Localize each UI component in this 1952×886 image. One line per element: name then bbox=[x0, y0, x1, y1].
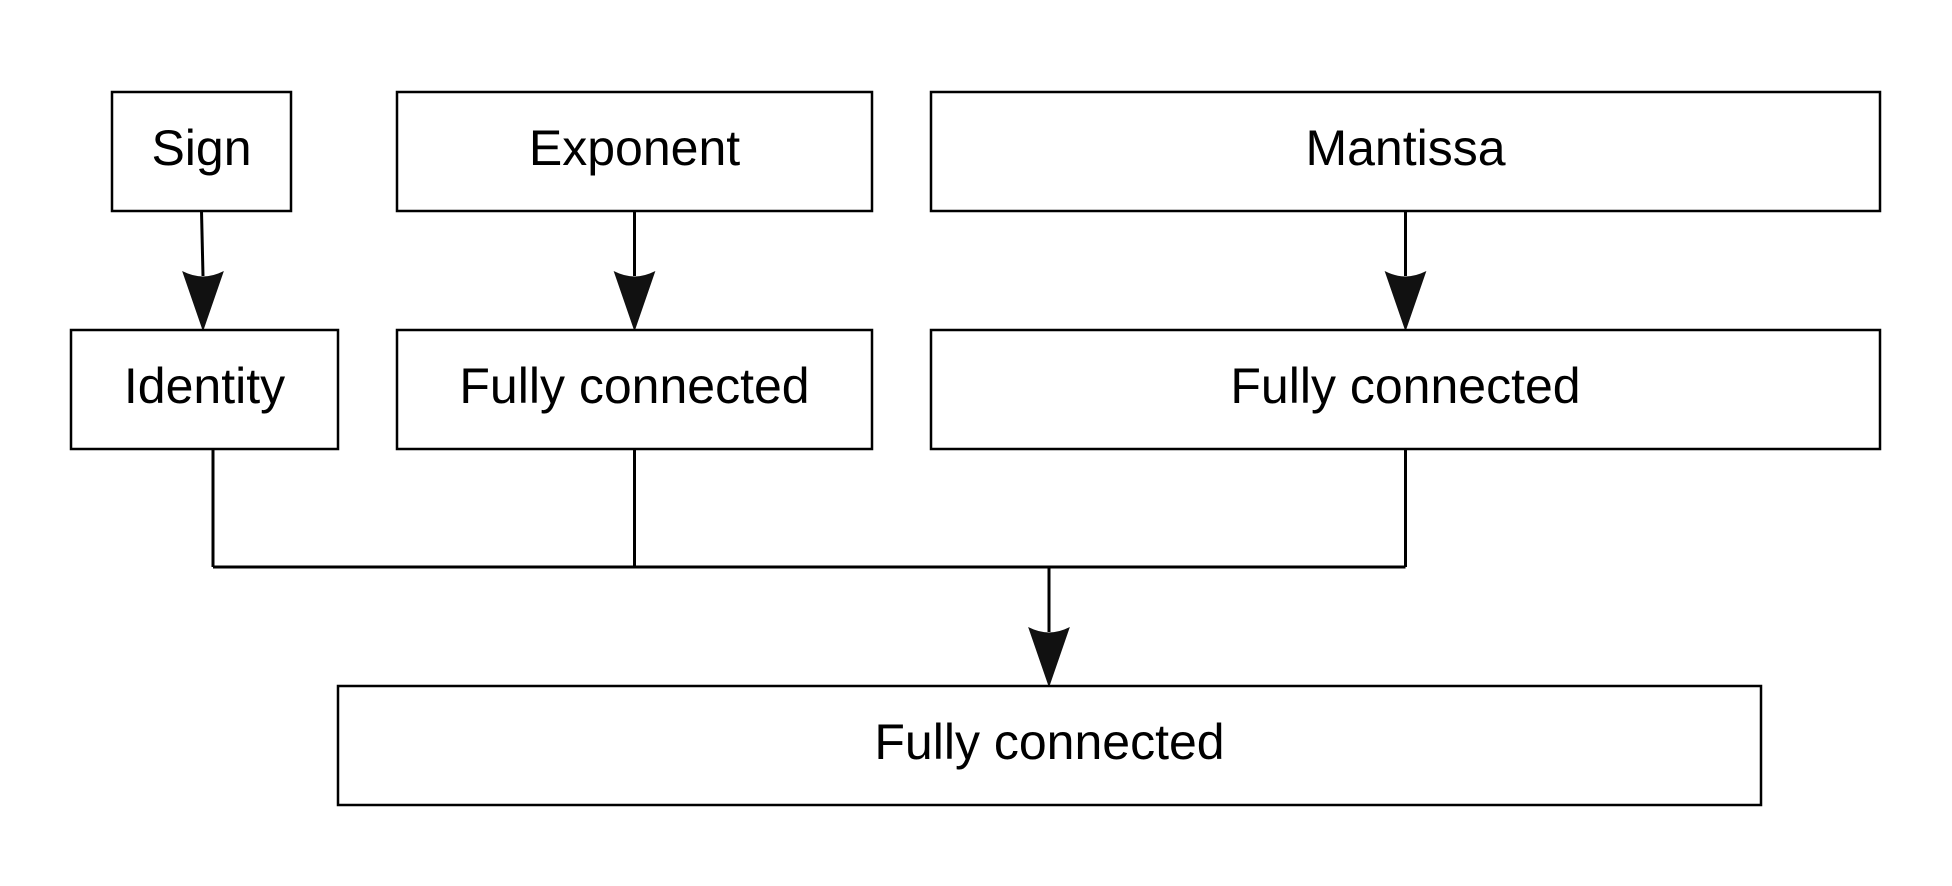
exponent-node: Exponent bbox=[395, 90, 874, 213]
fc-exponent-node: Fully connected bbox=[395, 328, 874, 451]
fc-mantissa-node: Fully connected bbox=[929, 328, 1882, 451]
arrow-exponent-to-fc bbox=[613, 211, 656, 332]
fc-output-node: Fully connected bbox=[336, 684, 1763, 807]
fc-mantissa-label: Fully connected bbox=[1230, 358, 1580, 414]
mantissa-node: Mantissa bbox=[929, 90, 1882, 213]
mantissa-label: Mantissa bbox=[1305, 120, 1505, 176]
fc-exponent-label: Fully connected bbox=[459, 358, 809, 414]
identity-label: Identity bbox=[124, 358, 285, 414]
arrow-mantissa-to-fc bbox=[1384, 211, 1427, 332]
merge-connector bbox=[211, 449, 1407, 569]
fc-output-label: Fully connected bbox=[874, 714, 1224, 770]
arrow-merge-to-output bbox=[1028, 567, 1070, 688]
arrow-sign-to-identity bbox=[182, 210, 224, 332]
sign-node: Sign bbox=[110, 90, 293, 213]
identity-node: Identity bbox=[69, 328, 340, 451]
exponent-label: Exponent bbox=[529, 120, 740, 176]
sign-label: Sign bbox=[151, 120, 251, 176]
